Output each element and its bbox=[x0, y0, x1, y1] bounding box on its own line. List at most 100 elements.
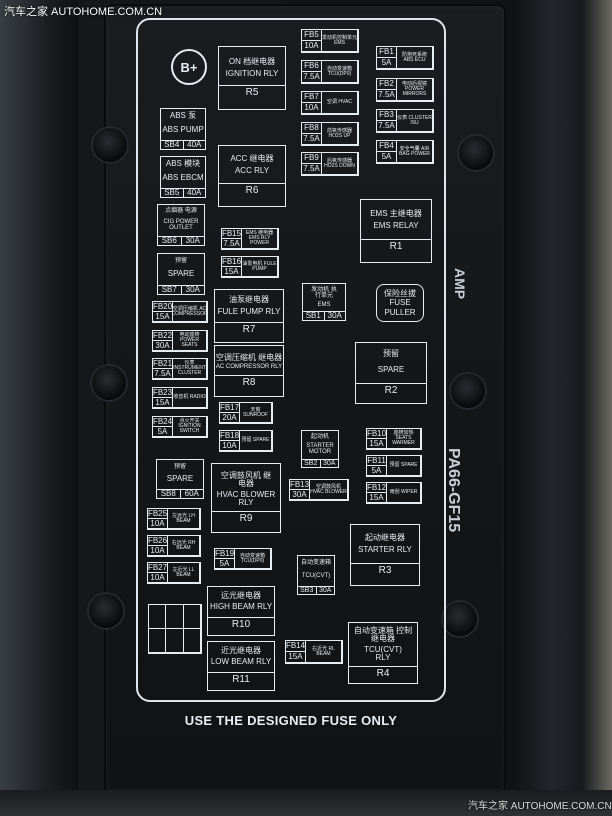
fuse-id: SB3 bbox=[298, 586, 317, 594]
fuse-id: FB10 bbox=[367, 429, 387, 439]
fuse-desc: 自动变速箱 TCU(DP0) bbox=[235, 549, 271, 569]
relay-id: R4 bbox=[349, 665, 417, 680]
b-plus-terminal: B+ bbox=[171, 49, 207, 85]
fuse-rating-row: SB3 30A bbox=[298, 585, 334, 594]
fuse-desc: 仪表 CLUSTER ISU bbox=[397, 110, 433, 132]
mount-hole bbox=[443, 602, 477, 636]
spare-slot bbox=[149, 605, 167, 629]
footer-warning: USE THE DESIGNED FUSE ONLY bbox=[184, 713, 398, 728]
fuse-desc: 左近光 LL BEAM bbox=[168, 563, 200, 583]
spare-slot bbox=[166, 605, 184, 629]
relay-label-en: LOW BEAM RLY bbox=[210, 657, 272, 667]
fuse-id: FB12 bbox=[367, 483, 387, 493]
fuse-amp: 5A bbox=[377, 58, 397, 69]
fuse-id: FB21 bbox=[153, 359, 173, 369]
relay-label-en: HIGH BEAM RLY bbox=[209, 602, 273, 612]
fuse-label-en: EMS bbox=[317, 301, 331, 308]
relay-id: R6 bbox=[219, 183, 285, 197]
spare-slot bbox=[149, 629, 167, 653]
fuse-amp: 20A bbox=[220, 413, 240, 423]
relay-id: R5 bbox=[219, 84, 285, 99]
relay-label-cn: 自动变速箱 控制继电器 bbox=[353, 625, 413, 644]
relay-label-en: FULE PUMP RLY bbox=[217, 306, 281, 316]
fuse-amp: 5A bbox=[215, 559, 235, 569]
fuse-amp: 7.5A bbox=[153, 369, 173, 379]
relay-label-en: SPARE bbox=[377, 365, 405, 375]
relay-id: R9 bbox=[212, 510, 280, 525]
relay-label-cn: 近光继电器 bbox=[221, 645, 261, 655]
fuse-id: FB14 bbox=[286, 641, 306, 652]
amp-marking: AMP bbox=[452, 268, 468, 300]
fuse-fb10: FB10 座椅加热 SEATS WARMER 15A bbox=[366, 428, 422, 450]
fuse-amp: 7.5A bbox=[302, 134, 322, 145]
fuse-amp: 15A bbox=[153, 312, 173, 322]
relay-r2: 预留 SPARE R2 bbox=[355, 342, 427, 404]
fuse-id: FB3 bbox=[377, 110, 397, 121]
large-fuse-sb2: 起动机 STARTER MOTOR SB2 30A bbox=[301, 430, 339, 468]
fuse-amp: 15A bbox=[286, 652, 306, 663]
relay-r7: 油泵继电器 FULE PUMP RLY R7 bbox=[214, 289, 284, 343]
fuse-id: FB26 bbox=[148, 536, 168, 546]
fuse-desc: 预留 SPARE bbox=[387, 456, 421, 476]
fuse-desc: 空调压缩机 AC COMPRESSOR bbox=[173, 302, 207, 322]
large-fuse-sb1: 发动机 执行单元 EMS SB1 30A bbox=[302, 283, 346, 321]
large-fuse-sb4: ABS 泵 ABS PUMP SB4 40A bbox=[160, 108, 206, 150]
fuse-fb3: FB3 仪表 CLUSTER ISU 7.5A bbox=[376, 109, 434, 133]
fuse-id: FB24 bbox=[153, 417, 173, 427]
fuse-id: FB7 bbox=[302, 92, 322, 103]
fuse-amp: 30A bbox=[185, 235, 200, 245]
fuse-amp: 7.5A bbox=[222, 239, 242, 249]
fuse-amp: 5A bbox=[153, 427, 173, 437]
fuse-amp: 30A bbox=[290, 490, 310, 500]
fuse-puller-label-en: FUSE bbox=[389, 298, 411, 308]
fuse-id: FB13 bbox=[290, 480, 310, 490]
relay-id: R2 bbox=[356, 382, 426, 397]
fuse-amp: 10A bbox=[220, 441, 240, 451]
relay-id: R1 bbox=[361, 238, 431, 253]
fuse-desc: 右近光 RL BEAM bbox=[306, 641, 342, 663]
large-fuse-sb5: ABS 模块 ABS EBCM SB5 40A bbox=[160, 156, 206, 198]
relay-label-en: IGNITION RLY bbox=[225, 69, 279, 79]
fuse-fb4: FB4 安全气囊 AIR BAG POWER 5A bbox=[376, 140, 434, 164]
fuse-label-en: ABS PUMP bbox=[162, 124, 204, 134]
fuse-desc: 空调 HVAC bbox=[322, 92, 358, 114]
fuse-label-en: TCU(CVT) bbox=[301, 572, 331, 579]
fuse-amp: 10A bbox=[148, 546, 168, 556]
fuse-amp: 10A bbox=[302, 103, 322, 114]
fuse-desc: 电动座椅 POWER SEATS bbox=[173, 331, 207, 351]
watermark-bottom-right: 汽车之家 AUTOHOME.COM.CN bbox=[468, 801, 612, 812]
fuse-amp: 10A bbox=[302, 41, 322, 52]
fuse-fb11: FB11 预留 SPARE 5A bbox=[366, 455, 422, 477]
fuse-id: FB5 bbox=[302, 30, 322, 41]
fuse-fb27: FB27 左近光 LL BEAM 10A bbox=[147, 562, 201, 584]
fuse-label-en: CIG POWER OUTLET bbox=[163, 218, 199, 231]
mount-hole bbox=[92, 366, 126, 400]
fuse-fb2: FB2 电动后视镜 POWER MIRRORS 7.5A bbox=[376, 78, 434, 102]
relay-label-en: AC COMPRESSOR RLY bbox=[215, 364, 283, 371]
fuse-desc: 点火开关 IGNITION SWITCH bbox=[173, 417, 207, 437]
fuse-id: FB4 bbox=[377, 141, 397, 152]
fuse-amp: 40A bbox=[187, 187, 202, 197]
relay-label-en: ACC RLY bbox=[234, 165, 270, 175]
fuse-id: FB22 bbox=[153, 331, 173, 341]
fuse-layout-panel bbox=[136, 18, 446, 702]
fuse-desc: 自动变速箱 TCU(DP0) bbox=[322, 61, 358, 83]
fuse-label-cn: 自动变速箱 bbox=[300, 560, 331, 566]
relay-r9: 空调鼓风机 继电器 HVAC BLOWER RLY R9 bbox=[211, 463, 281, 533]
fuse-fb12: FB12 雨刮 WIPER 15A bbox=[366, 482, 422, 504]
fuse-label-cn: 起动机 bbox=[310, 434, 329, 440]
right-housing-rail bbox=[512, 0, 612, 816]
fuse-amp: 10A bbox=[148, 519, 168, 529]
fuse-fb16: FB16 油泵电机 FULE PUMP 15A bbox=[221, 256, 279, 278]
fuse-label-en: ABS EBCM bbox=[162, 172, 204, 182]
fuse-amp: 15A bbox=[153, 398, 173, 408]
relay-label-cn: ACC 继电器 bbox=[230, 154, 274, 164]
material-marking: PA66-GF15 bbox=[445, 448, 462, 533]
spare-slot bbox=[166, 629, 184, 653]
fuse-amp: 30A bbox=[185, 284, 200, 294]
fuse-fb19: FB19 自动变速箱 TCU(DP0) 5A bbox=[214, 548, 272, 570]
relay-label-cn: 油泵继电器 bbox=[229, 295, 269, 305]
fuse-amp: 40A bbox=[187, 139, 202, 149]
mount-hole bbox=[89, 594, 123, 628]
relay-id: R8 bbox=[215, 374, 283, 389]
